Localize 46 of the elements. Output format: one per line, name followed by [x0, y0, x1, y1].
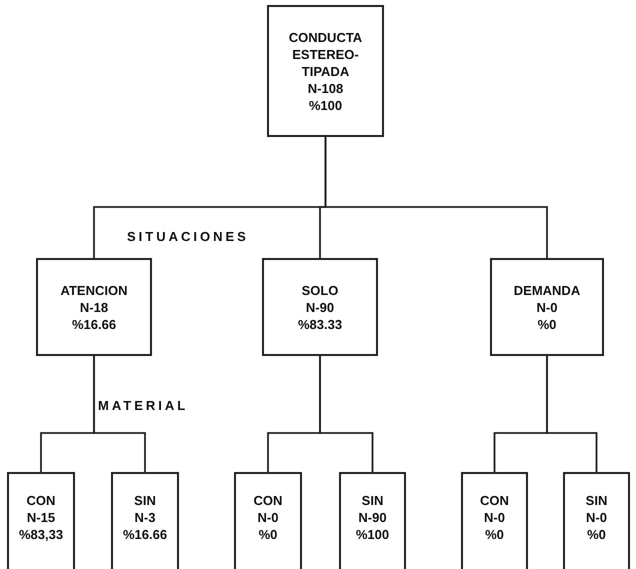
count-text: N-108 [308, 80, 344, 96]
connector-line [319, 356, 374, 472]
category-name: SOLO [302, 282, 338, 298]
percent-text: %16.66 [72, 316, 116, 332]
percent-text: %83,33 [18, 526, 64, 543]
count-text: N-0 [484, 509, 505, 526]
count-text: N-18 [80, 298, 108, 316]
category-box [461, 472, 528, 569]
count-text: N-15 [26, 509, 56, 526]
count-text: N-0 [536, 298, 558, 316]
category-name: SIN [134, 492, 156, 509]
category-name: DEMANDA [514, 282, 580, 298]
level-label: SITUACIONES [127, 229, 249, 244]
category-name: CON [480, 492, 509, 509]
level-label: MATERIAL [98, 398, 188, 413]
category-box [36, 258, 152, 356]
category-name: CON [254, 492, 282, 509]
category-name: SIN [362, 492, 384, 509]
category-box [7, 472, 75, 569]
category-box [267, 5, 384, 137]
percent-text: %83.33 [298, 316, 342, 332]
count-text: N-90 [306, 298, 334, 316]
connector-line [324, 137, 548, 258]
category-box [339, 472, 406, 569]
percent-text: %0 [538, 316, 556, 332]
category-box [490, 258, 604, 356]
count-text: N-3 [134, 509, 156, 526]
percent-text: %0 [258, 526, 278, 543]
category-box [563, 472, 630, 569]
category-name: SIN [586, 492, 608, 509]
category-box [234, 472, 302, 569]
category-name: CONDUCTA ESTEREO- TIPADA [288, 28, 364, 80]
percent-text: %0 [485, 526, 504, 543]
category-box [262, 258, 378, 356]
count-text: N-90 [358, 509, 387, 526]
count-text: N-0 [258, 509, 278, 526]
percent-text: %16.66 [122, 526, 168, 543]
connector-line [93, 356, 146, 472]
category-name: ATENCION [60, 282, 128, 298]
category-box [111, 472, 179, 569]
percent-text: %100 [356, 526, 390, 543]
percent-text: %0 [587, 526, 606, 543]
connector-line [546, 356, 598, 472]
percent-text: %100 [308, 96, 342, 114]
category-name: CON [26, 492, 56, 509]
count-text: N-0 [586, 509, 607, 526]
